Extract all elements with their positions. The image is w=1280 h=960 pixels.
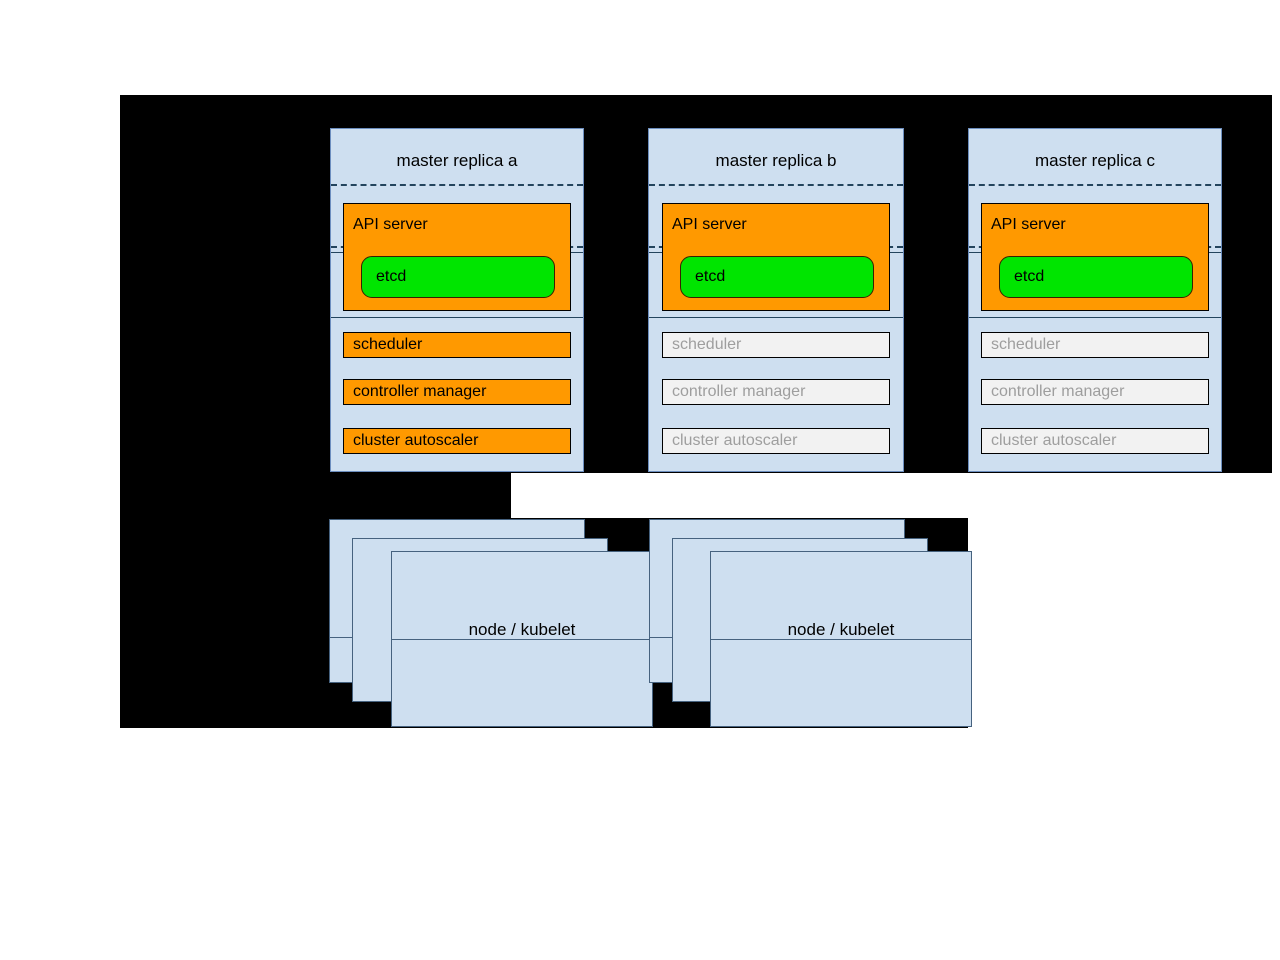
replica-b-title: master replica b bbox=[715, 151, 837, 170]
replica-a-api-server-label: API server bbox=[353, 216, 428, 233]
replica-b-rule-lower bbox=[649, 317, 903, 318]
replica-a-scheduler[interactable]: scheduler bbox=[343, 332, 571, 358]
node-group-1-label: node / kubelet bbox=[468, 620, 576, 639]
node-group-1-front-rule bbox=[392, 639, 652, 640]
replica-c-etcd[interactable]: etcd bbox=[999, 256, 1193, 298]
replica-c-api-server-label: API server bbox=[991, 216, 1066, 233]
replica-b-etcd[interactable]: etcd bbox=[680, 256, 874, 298]
replica-a-etcd[interactable]: etcd bbox=[361, 256, 555, 298]
replica-c-cluster-autoscaler[interactable]: cluster autoscaler bbox=[981, 428, 1209, 454]
backdrop-notch bbox=[511, 473, 1280, 518]
replica-a-controller-manager[interactable]: controller manager bbox=[343, 379, 571, 405]
replica-c-title: master replica c bbox=[1035, 151, 1155, 170]
replica-b-divider-top bbox=[649, 184, 903, 186]
replica-a-title: master replica a bbox=[396, 151, 518, 170]
replica-b-cluster-autoscaler[interactable]: cluster autoscaler bbox=[662, 428, 890, 454]
node-group-2-front-rule bbox=[711, 639, 971, 640]
replica-b-controller-manager[interactable]: controller manager bbox=[662, 379, 890, 405]
replica-a-rule-lower bbox=[331, 317, 583, 318]
replica-c-rule-lower bbox=[969, 317, 1221, 318]
replica-b-scheduler[interactable]: scheduler bbox=[662, 332, 890, 358]
replica-a-divider-top bbox=[331, 184, 583, 186]
replica-c-divider-top bbox=[969, 184, 1221, 186]
replica-a-cluster-autoscaler[interactable]: cluster autoscaler bbox=[343, 428, 571, 454]
node-group-2-card-front[interactable]: node / kubelet bbox=[710, 551, 972, 727]
node-group-2-label: node / kubelet bbox=[787, 620, 895, 639]
replica-b-api-server-label: API server bbox=[672, 216, 747, 233]
replica-c-controller-manager[interactable]: controller manager bbox=[981, 379, 1209, 405]
node-group-1-card-front[interactable]: node / kubelet bbox=[391, 551, 653, 727]
replica-c-scheduler[interactable]: scheduler bbox=[981, 332, 1209, 358]
